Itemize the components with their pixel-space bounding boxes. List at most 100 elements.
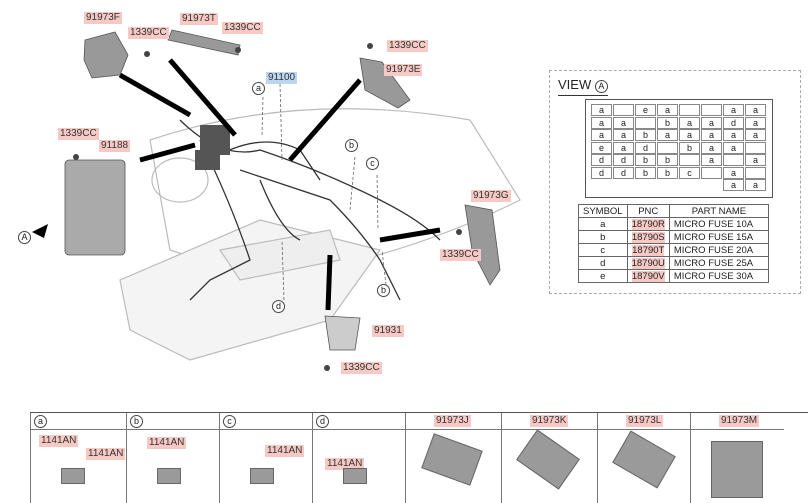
fuse-slot: b <box>657 166 678 179</box>
callout-91973E[interactable]: 91973E <box>384 64 423 76</box>
callout-91973G[interactable]: 91973G <box>471 190 511 202</box>
fuse-slot: b <box>657 154 678 166</box>
symbol-header: b <box>130 415 143 428</box>
fuse-slot: d <box>613 154 634 166</box>
part-name: MICRO FUSE 20A <box>668 243 769 257</box>
symbol-header: c <box>223 415 236 428</box>
fuse-slot: a <box>723 129 744 141</box>
fuse-slot <box>657 141 678 154</box>
fuse-slot: a <box>745 104 766 116</box>
fuse-slot <box>635 116 656 129</box>
fuse-slot: a <box>745 154 766 166</box>
fuse-slot: a <box>723 166 744 179</box>
callout-1141AN[interactable]: 1141AN <box>325 458 365 470</box>
fuse-slot <box>701 166 722 179</box>
fuse-slot: d <box>635 141 656 154</box>
fuse-slot: e <box>635 104 656 116</box>
callout-1339CC[interactable]: 1339CC <box>440 249 481 261</box>
symbol-b: b <box>345 139 358 152</box>
part-cell: d 1141AN <box>312 413 406 503</box>
fuse-slot: e <box>591 141 612 154</box>
part-image <box>711 441 763 498</box>
fuse-slot: a <box>591 129 612 141</box>
fuse-slot: a <box>679 116 700 129</box>
fuse-slot: a <box>613 116 634 129</box>
callout-1141AN[interactable]: 1141AN <box>86 448 126 460</box>
callout-1339CC[interactable]: 1339CC <box>222 22 263 34</box>
part-cell: 91973L <box>597 413 691 503</box>
callout-1141AN[interactable]: 1141AN <box>265 445 305 457</box>
fuse-slot: a <box>723 141 744 154</box>
part-cell: c 1141AN <box>219 413 313 503</box>
fuse-slot: a <box>613 141 634 154</box>
fuse-slot <box>679 104 700 116</box>
fuse-slot: a <box>613 129 634 141</box>
symbol: c <box>578 243 628 257</box>
callout-1339CC[interactable]: 1339CC <box>58 128 99 140</box>
pnc[interactable]: 18790T <box>626 243 670 257</box>
symbol: a <box>578 217 628 231</box>
part-header[interactable]: 91973L <box>626 415 664 427</box>
view-arrow-icon <box>32 224 48 238</box>
fuse-slot: d <box>591 166 612 179</box>
callout-91973T[interactable]: 91973T <box>180 13 218 25</box>
view-title: VIEW A <box>558 77 608 96</box>
part-name: MICRO FUSE 30A <box>668 269 769 283</box>
part-cell: a 1141AN 1141AN <box>30 413 127 503</box>
fuse-slot: a <box>591 104 612 116</box>
fuse-slot: b <box>679 141 700 154</box>
fuse-slot: a <box>701 129 722 141</box>
callout-91931[interactable]: 91931 <box>372 325 404 337</box>
part-image <box>343 468 367 484</box>
callout-91100[interactable]: 91100 <box>266 72 298 84</box>
symbol-header: d <box>316 415 329 428</box>
part-header[interactable]: 91973K <box>530 415 569 427</box>
part-cell: 91973K <box>501 413 598 503</box>
pnc[interactable]: 18790S <box>626 230 670 244</box>
pnc-code[interactable]: 18790V <box>631 270 665 282</box>
callout-1141AN[interactable]: 1141AN <box>39 435 79 447</box>
part-image <box>61 468 85 484</box>
view-a-marker: A <box>18 231 31 244</box>
pnc[interactable]: 18790V <box>626 269 670 283</box>
pnc[interactable]: 18790R <box>626 217 670 231</box>
part-header[interactable]: 91973M <box>719 415 760 427</box>
symbol: d <box>578 256 628 270</box>
callout-91973F[interactable]: 91973F <box>84 12 122 24</box>
fuse-slot <box>745 141 766 154</box>
parts-strip: a 1141AN 1141AN b 1141AN c 1141AN d 1141AN 91973J… <box>30 412 808 503</box>
harness-illustration <box>32 29 521 371</box>
callout-91188[interactable]: 91188 <box>99 140 131 152</box>
callout-1339CC[interactable]: 1339CC <box>128 27 169 39</box>
part-header[interactable]: 91973J <box>434 415 471 427</box>
pnc-code[interactable]: 18790T <box>632 244 665 256</box>
pnc[interactable]: 18790U <box>626 256 670 270</box>
fuse-slot: a <box>657 104 678 116</box>
symbol: e <box>578 269 628 283</box>
pnc-code[interactable]: 18790R <box>631 218 665 230</box>
fuse-slot: d <box>591 154 612 166</box>
callout-1339CC[interactable]: 1339CC <box>341 362 382 374</box>
pnc-code[interactable]: 18790S <box>631 231 665 243</box>
fuse-slot: a <box>745 179 766 191</box>
part-name: MICRO FUSE 25A <box>668 256 769 270</box>
fuse-slot: b <box>635 129 656 141</box>
pnc-code[interactable]: 18790U <box>631 257 665 269</box>
symbol-d: d <box>272 300 285 313</box>
symbol-header: a <box>34 415 47 428</box>
symbol-b: b <box>377 284 390 297</box>
fuse-slot: a <box>745 116 766 129</box>
part-name: MICRO FUSE 10A <box>668 217 769 231</box>
symbol: b <box>578 230 628 244</box>
callout-1339CC[interactable]: 1339CC <box>387 40 428 52</box>
fuse-slot: a <box>591 116 612 129</box>
fuse-slot: c <box>679 166 700 179</box>
fuse-slot: a <box>679 129 700 141</box>
callout-1141AN[interactable]: 1141AN <box>147 437 187 449</box>
